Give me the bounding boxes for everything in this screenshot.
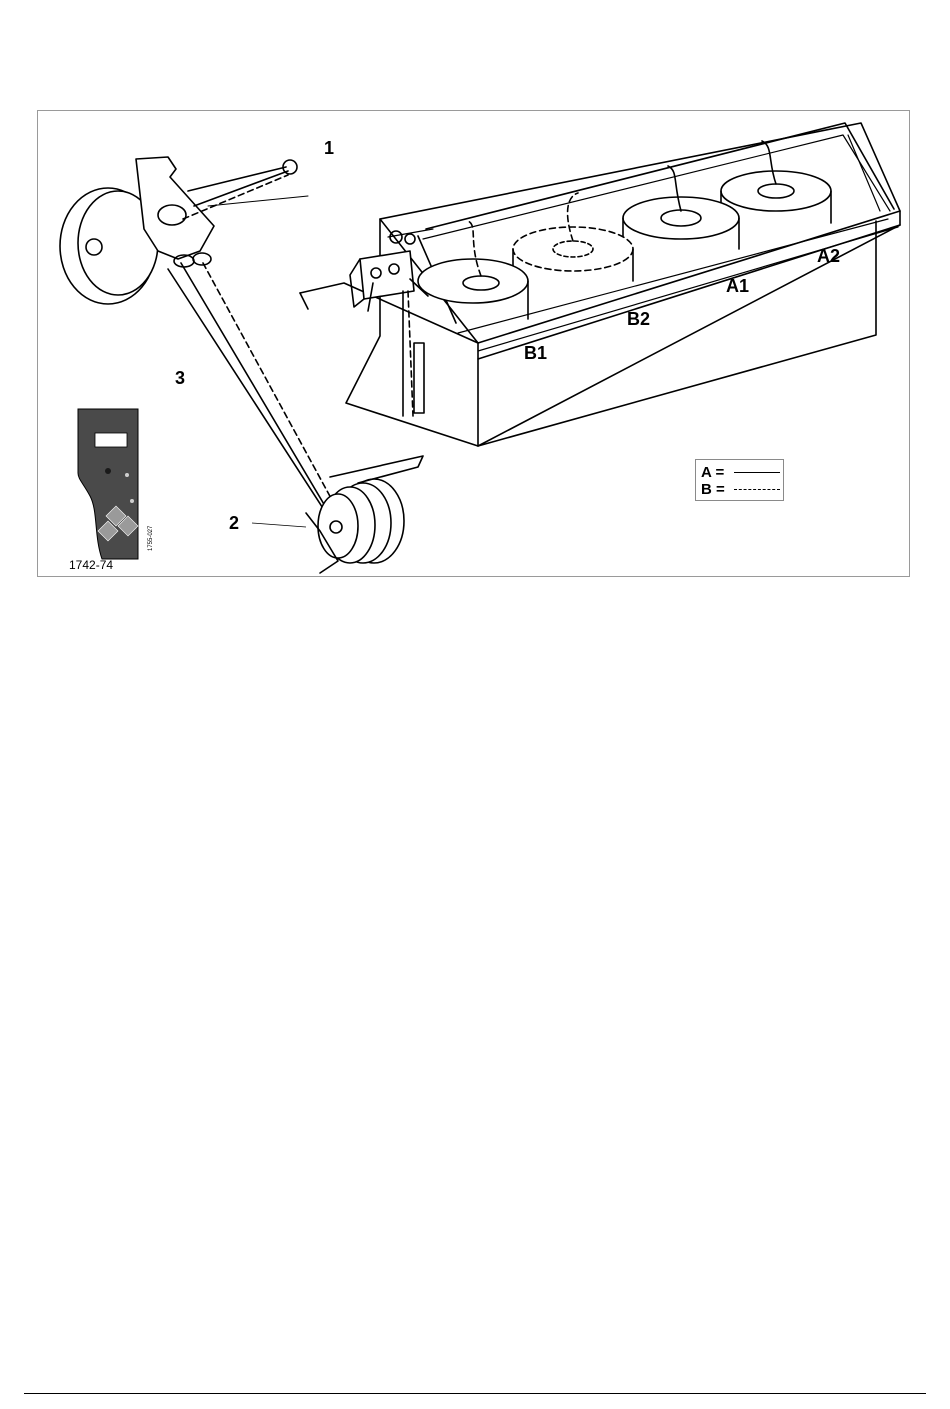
roll-label-a2: A2 <box>817 247 840 265</box>
lower-pulley <box>306 456 423 573</box>
legend-b-label: B = <box>701 482 725 497</box>
figure-number: 1742-74 <box>69 559 113 571</box>
roll-label-a1: A1 <box>726 277 749 295</box>
legend-b-dashed-line <box>734 489 780 490</box>
callout-2-leader <box>252 523 306 527</box>
inset-code: 1755-027 <box>148 526 154 551</box>
callout-2: 2 <box>229 514 239 532</box>
belt-lines <box>168 263 338 516</box>
legend-a-label: A = <box>701 465 724 480</box>
footer-rule <box>24 1393 926 1394</box>
left-wheel <box>60 157 308 304</box>
callout-1: 1 <box>324 139 334 157</box>
line-legend: A = B = <box>695 459 784 501</box>
roll-label-b2: B2 <box>627 310 650 328</box>
callout-3: 3 <box>175 369 185 387</box>
hitch-wiring-illustration <box>38 111 911 578</box>
control-panel-inset <box>78 409 138 559</box>
roll-label-b1: B1 <box>524 344 547 362</box>
legend-a-solid-line <box>734 472 780 473</box>
figure-frame: 1 2 3 A2 A1 B2 B1 1742-74 1755-027 A = B… <box>37 110 910 577</box>
